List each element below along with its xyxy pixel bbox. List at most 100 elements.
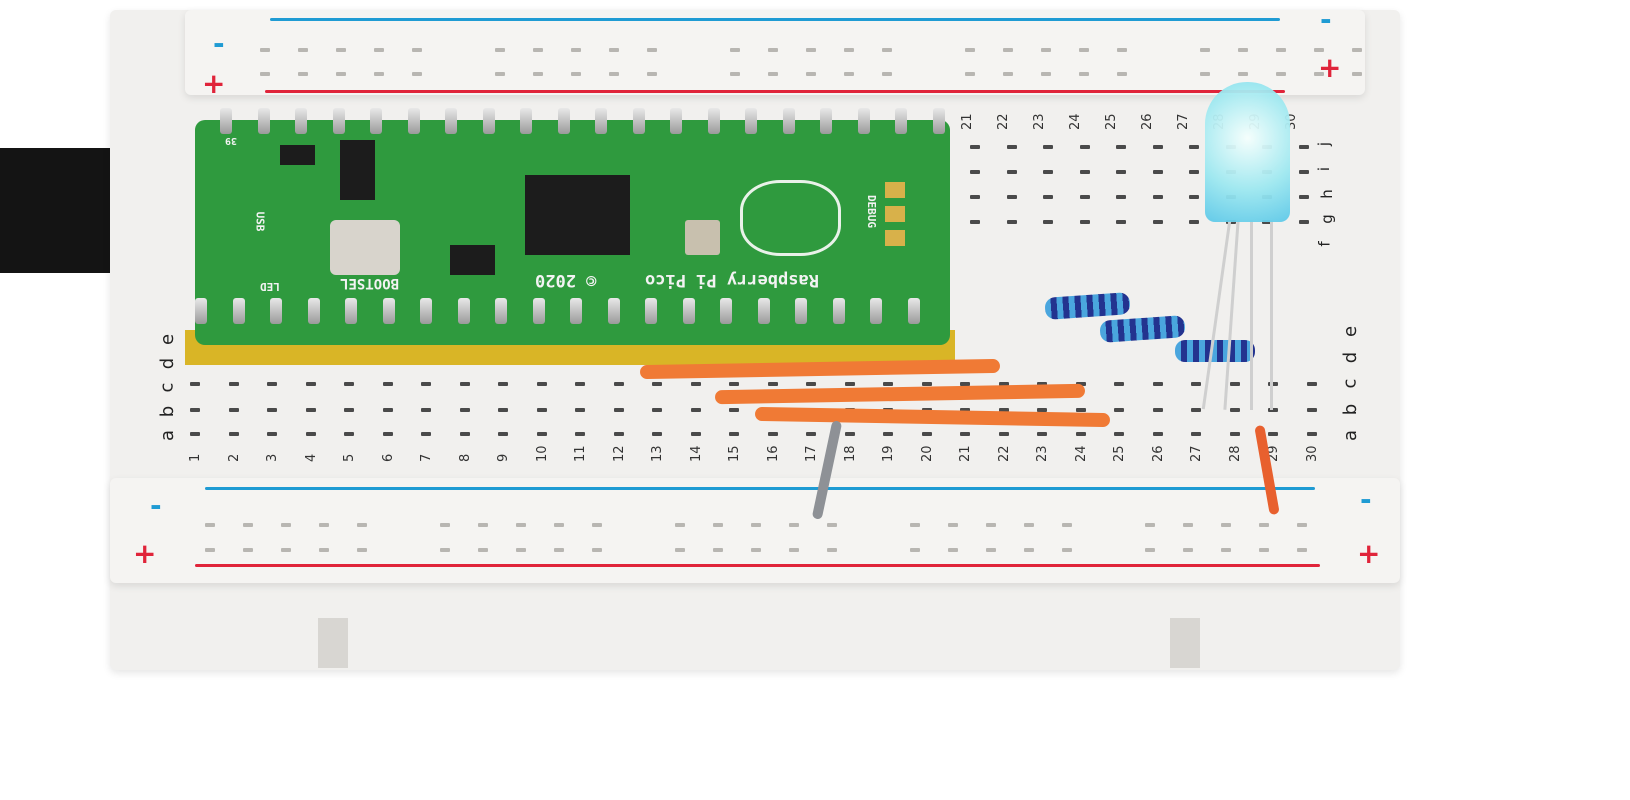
column-number: 23 bbox=[1035, 445, 1050, 462]
column-number: 21 bbox=[958, 445, 973, 462]
terminal-hole bbox=[690, 432, 701, 436]
rail-hole bbox=[1221, 523, 1231, 527]
rail-hole bbox=[1079, 48, 1089, 52]
rail-hole bbox=[319, 523, 329, 527]
rail-hole bbox=[730, 72, 740, 76]
rail-hole bbox=[1259, 548, 1269, 552]
pico-pin bbox=[607, 298, 620, 324]
terminal-hole bbox=[970, 145, 980, 149]
column-number: 24 bbox=[1068, 113, 1083, 130]
terminal-hole bbox=[1229, 432, 1240, 436]
column-number: 25 bbox=[1112, 445, 1127, 462]
terminal-hole bbox=[1079, 195, 1090, 199]
top-right-plus-sign: + bbox=[1318, 51, 1342, 84]
terminal-hole bbox=[883, 382, 893, 386]
rail-hole bbox=[713, 548, 723, 552]
column-number: 6 bbox=[380, 453, 396, 462]
top-positive-rail-line bbox=[265, 90, 1285, 93]
top-left-plus-sign: + bbox=[202, 67, 226, 100]
terminal-hole bbox=[190, 408, 200, 412]
rail-hole bbox=[374, 72, 384, 76]
pico-pin bbox=[820, 108, 832, 134]
terminal-hole bbox=[921, 432, 932, 436]
pico-pin bbox=[682, 298, 695, 324]
terminal-hole bbox=[382, 432, 393, 436]
pico-pin bbox=[445, 108, 457, 134]
rail-hole bbox=[789, 548, 799, 552]
terminal-hole bbox=[1075, 432, 1086, 436]
rail-hole bbox=[1238, 72, 1248, 76]
column-number: 3 bbox=[265, 453, 280, 462]
terminal-hole bbox=[1043, 170, 1053, 174]
terminal-hole bbox=[1079, 220, 1090, 224]
led-lead-3 bbox=[1250, 220, 1253, 410]
terminal-hole bbox=[652, 408, 662, 412]
terminal-hole bbox=[228, 432, 239, 436]
pico-pin bbox=[295, 108, 307, 134]
row-label: e bbox=[157, 333, 179, 346]
top-right-minus-sign: - bbox=[1320, 3, 1332, 36]
rail-hole bbox=[412, 72, 422, 76]
row-label: i bbox=[1315, 166, 1334, 172]
terminal-hole bbox=[305, 432, 316, 436]
terminal-hole bbox=[1189, 220, 1199, 224]
pico-pin bbox=[532, 298, 545, 324]
resistor-3 bbox=[1175, 340, 1255, 362]
rail-hole bbox=[319, 548, 329, 552]
pico-pin bbox=[670, 108, 682, 134]
breadboard-slot-right bbox=[1170, 618, 1200, 668]
row-label: c bbox=[1339, 378, 1361, 389]
rail-hole bbox=[1200, 72, 1210, 76]
rail-hole bbox=[882, 48, 892, 52]
debug-label: DEBUG bbox=[865, 194, 879, 229]
rail-hole bbox=[516, 548, 526, 552]
terminal-hole bbox=[1152, 145, 1163, 149]
column-number: 8 bbox=[457, 453, 473, 462]
terminal-hole bbox=[1298, 220, 1309, 224]
terminal-hole bbox=[498, 382, 508, 386]
column-number: 12 bbox=[611, 445, 627, 462]
rail-hole bbox=[357, 548, 367, 552]
rail-hole bbox=[243, 548, 253, 552]
rail-hole bbox=[827, 523, 837, 527]
rail-hole bbox=[647, 72, 657, 76]
rail-hole bbox=[571, 72, 581, 76]
terminal-hole bbox=[459, 408, 470, 412]
led-label: LED bbox=[260, 280, 280, 293]
row-label: f bbox=[1315, 241, 1334, 247]
rail-hole bbox=[986, 523, 996, 527]
top-negative-rail-line bbox=[270, 18, 1280, 21]
rail-hole bbox=[675, 548, 685, 552]
rail-hole bbox=[789, 523, 799, 527]
terminal-hole bbox=[267, 408, 277, 412]
row-label: h bbox=[1317, 189, 1336, 199]
terminal-hole bbox=[1298, 145, 1309, 149]
terminal-hole bbox=[767, 432, 778, 436]
column-number: 5 bbox=[342, 453, 357, 462]
rail-hole bbox=[554, 548, 564, 552]
terminal-hole bbox=[1006, 145, 1017, 149]
terminal-hole bbox=[1268, 382, 1278, 386]
terminal-hole bbox=[1229, 408, 1240, 412]
pico-pin bbox=[632, 108, 645, 134]
pico-pin bbox=[220, 108, 232, 134]
terminal-hole bbox=[1114, 432, 1124, 436]
column-number: 26 bbox=[1140, 113, 1155, 130]
terminal-hole bbox=[536, 408, 547, 412]
usb-label: USB bbox=[253, 211, 267, 232]
column-number: 26 bbox=[1150, 445, 1166, 462]
terminal-hole bbox=[729, 408, 739, 412]
pico-pin bbox=[382, 298, 395, 324]
terminal-hole bbox=[1152, 408, 1163, 412]
terminal-hole bbox=[921, 382, 932, 386]
rail-hole bbox=[571, 48, 581, 52]
terminal-hole bbox=[1306, 408, 1317, 412]
rail-hole bbox=[751, 523, 761, 527]
bottom-right-plus-sign: + bbox=[1357, 537, 1381, 570]
pico-pin bbox=[795, 298, 807, 324]
terminal-hole bbox=[575, 408, 585, 412]
terminal-hole bbox=[1152, 195, 1163, 199]
terminal-hole bbox=[960, 432, 970, 436]
rail-hole bbox=[1297, 548, 1307, 552]
column-number: 16 bbox=[765, 445, 781, 462]
